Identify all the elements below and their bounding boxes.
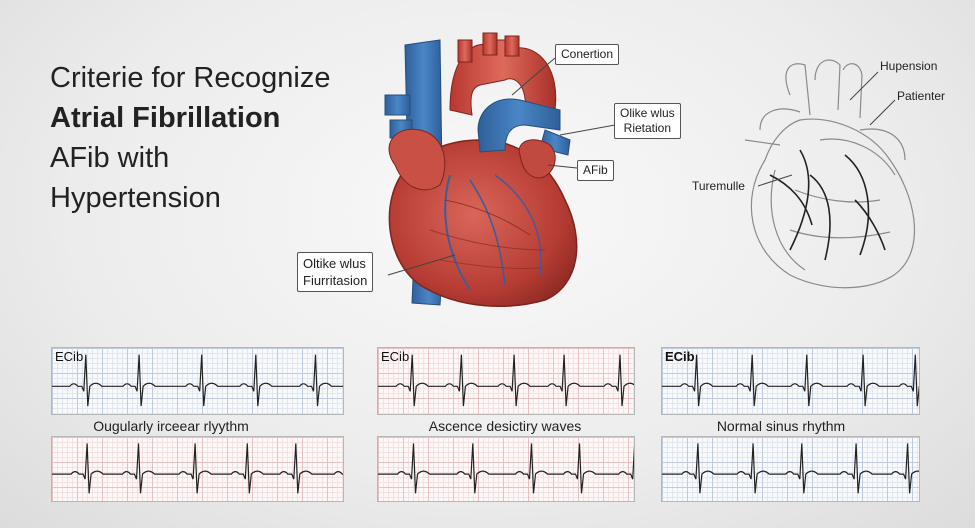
label-patienter: Patienter (897, 89, 946, 103)
title-block: Criterie for Recognize Atrial Fibrillati… (50, 58, 330, 218)
caption-mid: Ascence desictiry waves (428, 418, 582, 434)
label-turemulle: Turemulle (692, 179, 745, 193)
ecg-label-top-mid: ECib (381, 349, 410, 364)
ecg-trace (662, 354, 919, 407)
ecg-trace (662, 443, 919, 494)
label-hupension: Hupension (880, 59, 938, 73)
ecg-strip-top-left: ECib (51, 347, 344, 415)
ecg-trace (378, 443, 634, 494)
pulmonary-artery (477, 98, 561, 153)
callout-olike-bottom-line-2: Fiurritasion (303, 273, 368, 288)
ecg-strip-top-mid: ECib (377, 347, 635, 415)
ecg-label-top-right: ECib (665, 349, 695, 364)
callout-olike-bottom-line-1: Oltike wlus (303, 256, 366, 271)
callout-olike-bottom: Oltike wlus Fiurritasion (297, 252, 374, 292)
ecg-strip-bottom-left (51, 436, 344, 502)
ecg-trace (378, 354, 634, 407)
ecg-strip-bottom-mid (377, 436, 635, 502)
title-line-1: Criterie for Recognize (50, 62, 331, 94)
vena-cava (404, 39, 443, 176)
caption-left: Ougularly irceear rlyythm (93, 418, 249, 434)
ecg-strip-bottom-right (661, 436, 920, 502)
callout-conertion: Conertion (555, 44, 620, 65)
heart-body (388, 139, 578, 307)
ecg-trace (52, 354, 343, 407)
aorta (449, 39, 557, 116)
callout-olike-top-line-1: Olike wlus (620, 106, 675, 120)
caption-right: Normal sinus rhythm (716, 418, 846, 434)
ecg-strip-top-right: ECib (661, 347, 920, 415)
callout-afib: AFib (577, 160, 614, 181)
callout-olike-top: Olike wlus Rietation (614, 103, 681, 139)
ecg-trace (52, 443, 343, 494)
ecg-label-top-left: ECib (55, 349, 84, 364)
title-line-4: Hypertension (50, 182, 221, 214)
callout-olike-top-line-2: Rietation (623, 121, 672, 135)
title-line-3: AFib with (50, 142, 170, 174)
title-line-2: Atrial Fibrillation (50, 102, 281, 134)
